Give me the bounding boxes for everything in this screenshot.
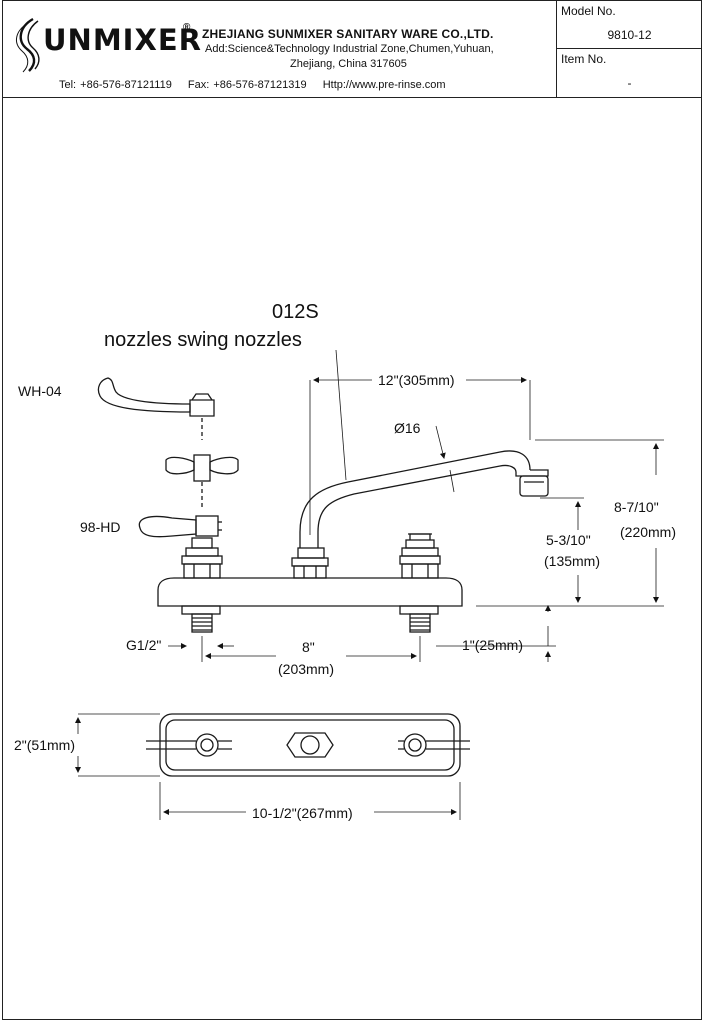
thread-dimension: G1/2" [126,637,161,653]
plate-width-dimension: 10-1/2"(267mm) [252,805,353,821]
left-valve-body [181,537,223,579]
wh-04-handle-icon [97,377,215,440]
part-code-label: 012S [272,301,319,323]
company-name: ZHEJIANG SUNMIXER SANITARY WARE CO.,LTD. [202,27,494,41]
98-hd-handle-icon [138,515,222,538]
item-label: Item No. [561,52,607,66]
center-distance-in: 8" [302,639,315,655]
right-shank [399,605,439,633]
sunmixer-logo-icon [16,17,40,73]
total-height-mm: (220mm) [620,524,676,540]
deck-plate-front [157,577,463,607]
fax: Fax: +86-576-87121319 [187,79,307,91]
t-handle-icon [165,454,239,508]
left-shank [181,605,221,633]
spout-reach-dimension: 12"(305mm) [378,372,455,388]
website-link[interactable]: Http://www.pre-rinse.com [322,79,446,91]
right-valve-body [399,533,441,579]
plate-depth-dimension: 2"(51mm) [14,737,75,753]
item-value: - [627,76,632,90]
address-line-2: Zhejiang, China 317605 [290,58,407,70]
deck-plate-top-view [146,713,470,777]
brand-name: UNMIXER [43,23,202,57]
address-line-1: Add:Science&Technology Industrial Zone,C… [205,43,494,55]
model-value: 9810-12 [607,28,652,42]
title-block: Model No. 9810-12 Item No. - [556,1,702,97]
model-label: Model No. [561,4,616,18]
center-distance-mm: (203mm) [278,661,334,677]
part-desc-label: nozzles swing nozzles [104,329,302,351]
spout-base [291,547,329,579]
wh-04-label: WH-04 [18,383,62,399]
total-height-in: 8-7/10" [614,499,659,515]
registered-mark: ® [183,22,191,33]
header-divider [3,97,701,98]
spout-height-mm: (135mm) [544,553,600,569]
shank-length-dimension: 1"(25mm) [462,637,523,653]
98-hd-label: 98-HD [80,519,120,535]
swing-spout [299,450,549,548]
tel: Tel: +86-576-87121119 [59,79,172,91]
spout-height-in: 5-3/10" [546,532,591,548]
title-block-divider [557,48,702,49]
spout-diameter-dimension: Ø16 [394,420,421,436]
contact-line: Tel: +86-576-87121119 Fax: +86-576-87121… [59,79,458,91]
